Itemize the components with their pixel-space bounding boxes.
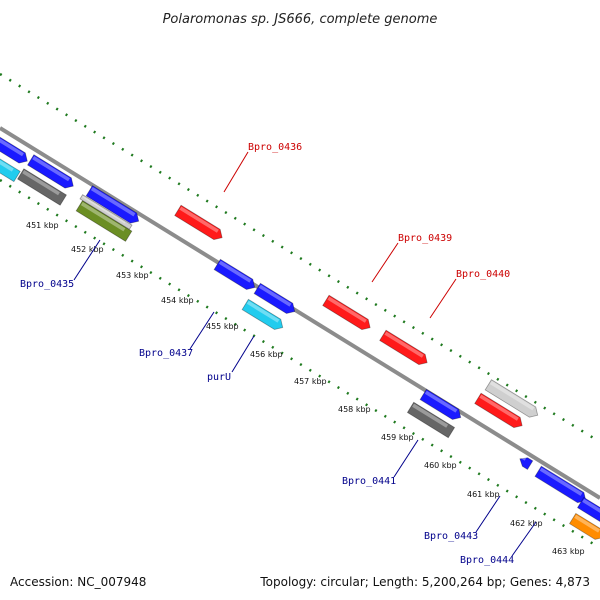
feature-bpro-0434	[27, 154, 74, 189]
gene-label: Bpro_0437	[139, 348, 193, 359]
inner-tick-track	[0, 178, 600, 550]
feature-bpro-0444a	[576, 496, 600, 524]
feature-bpro-0442b	[484, 379, 539, 418]
tick-label: 462 kbp	[510, 519, 543, 528]
map-title: Polaromonas sp. JS666, complete genome	[163, 12, 438, 27]
tick-label: 456 kbp	[250, 350, 283, 359]
gene-features	[0, 129, 600, 540]
label-leader-line	[231, 335, 255, 373]
feature-bpro-0438	[253, 282, 296, 314]
feature-bpro-0435c	[79, 194, 133, 230]
genome-summary-text: Topology: circular; Length: 5,200,264 bp…	[259, 575, 590, 589]
label-leader-line	[223, 151, 249, 193]
label-leader-line	[371, 242, 399, 283]
gene-label: Bpro_0435	[20, 279, 74, 290]
tick-label: 452 kbp	[71, 245, 104, 254]
label-leader-line	[511, 521, 537, 557]
tick-label: 458 kbp	[338, 405, 371, 414]
tick-label: 451 kbp	[26, 221, 59, 230]
gene-label: Bpro_0436	[248, 142, 302, 153]
tick-label: 457 kbp	[294, 377, 327, 386]
feature-bpro-0442	[474, 392, 523, 429]
gene-label: Bpro_0441	[342, 476, 396, 487]
tick-label: 460 kbp	[424, 461, 457, 470]
feature-bpro-0436	[174, 204, 223, 241]
feature-small	[519, 455, 534, 470]
gene-label: Bpro_0439	[398, 233, 452, 244]
tick-label: 459 kbp	[381, 433, 414, 442]
tick-label: 461 kbp	[467, 490, 500, 499]
feature-bpro-0434b	[17, 168, 67, 206]
label-leader-line	[189, 311, 215, 350]
tick-label: 455 kbp	[206, 322, 239, 331]
feature-bpro-0441	[419, 388, 462, 420]
feature-bpro-0433b	[0, 149, 21, 183]
feature-bpro-0444	[568, 512, 600, 540]
feature-bpro-0441b	[406, 401, 456, 439]
label-leader-line	[73, 239, 101, 281]
genome-backbone	[0, 126, 600, 500]
feature-bpro-0439	[322, 294, 371, 331]
tick-label: 454 kbp	[161, 296, 194, 305]
feature-bpro-0435	[85, 185, 140, 224]
tick-label: 453 kbp	[116, 271, 149, 280]
scale-ticks: 451 kbp 452 kbp 453 kbp 454 kbp 455 kbp 456 k…	[26, 221, 585, 556]
backbone-line	[0, 126, 600, 500]
gene-label: purU	[207, 372, 231, 383]
gene-label: Bpro_0444	[460, 555, 514, 566]
gene-label: Bpro_0443	[424, 531, 478, 542]
feature-puru	[241, 298, 284, 330]
gene-label: Bpro_0440	[456, 269, 510, 280]
feature-bpro-0435b	[75, 200, 133, 242]
tick-label: 463 kbp	[552, 547, 585, 556]
outer-tick-track	[0, 72, 600, 444]
label-leader-line	[393, 439, 419, 478]
accession-text: Accession: NC_007948	[10, 575, 146, 589]
gene-labels: Bpro_0436Bpro_0439Bpro_0440Bpro_0435Bpro…	[20, 142, 537, 566]
feature-bpro-0440	[379, 329, 428, 366]
feature-bpro-0433	[0, 129, 28, 164]
feature-bpro-0437	[213, 258, 256, 290]
label-leader-line	[429, 278, 457, 319]
label-leader-line	[475, 495, 501, 533]
